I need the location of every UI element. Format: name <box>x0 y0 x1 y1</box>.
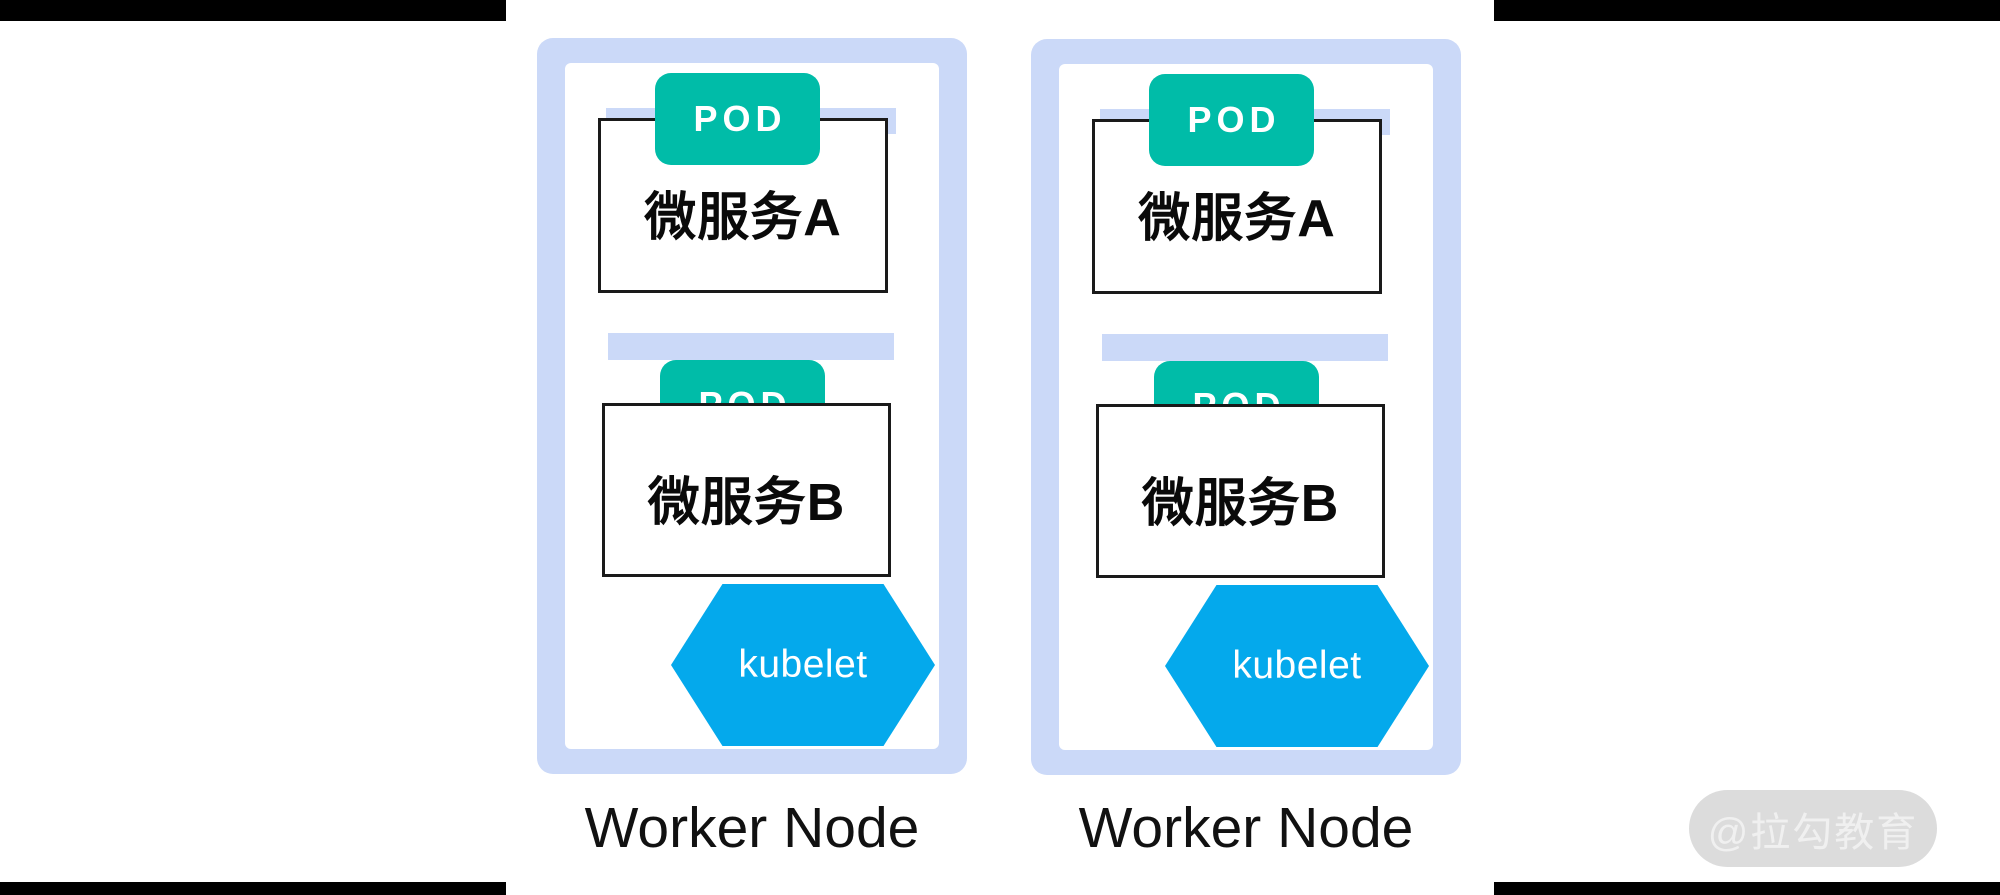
service-b-box: 微服务B <box>602 403 891 577</box>
kubelet-hexagon: kubelet <box>671 584 935 746</box>
service-b-label: 微服务B <box>1141 474 1340 533</box>
worker-node-2-title: Worker Node <box>1078 796 1414 860</box>
worker-node-1-title: Worker Node <box>584 796 920 860</box>
letterbox-bottom-left <box>0 882 506 895</box>
letterbox-top-left <box>0 0 506 21</box>
watermark-badge: @拉勾教育 <box>1689 790 1937 867</box>
pod-separator-bar <box>608 333 894 360</box>
kubelet-label: kubelet <box>1232 644 1362 687</box>
kubelet-hexagon: kubelet <box>1165 585 1429 747</box>
service-a-label: 微服务A <box>1138 190 1336 248</box>
worker-node-2-container: 微服务A POD POD 微服务B kubelet <box>1031 39 1461 775</box>
service-b-label: 微服务B <box>647 473 846 532</box>
pod-a-badge: POD <box>655 73 820 165</box>
service-a-box: 微服务A <box>598 118 888 293</box>
pod-separator-bar <box>1102 334 1388 361</box>
letterbox-bottom-right <box>1494 882 2000 895</box>
worker-node-1-container: 微服务A POD POD 微服务B kubelet <box>537 38 967 774</box>
kubelet-label: kubelet <box>738 643 868 686</box>
service-a-label: 微服务A <box>644 189 842 247</box>
pod-a-badge: POD <box>1149 74 1314 166</box>
watermark-text: @拉勾教育 <box>1707 810 1919 855</box>
letterbox-top-right <box>1494 0 2000 21</box>
service-b-box: 微服务B <box>1096 404 1385 578</box>
